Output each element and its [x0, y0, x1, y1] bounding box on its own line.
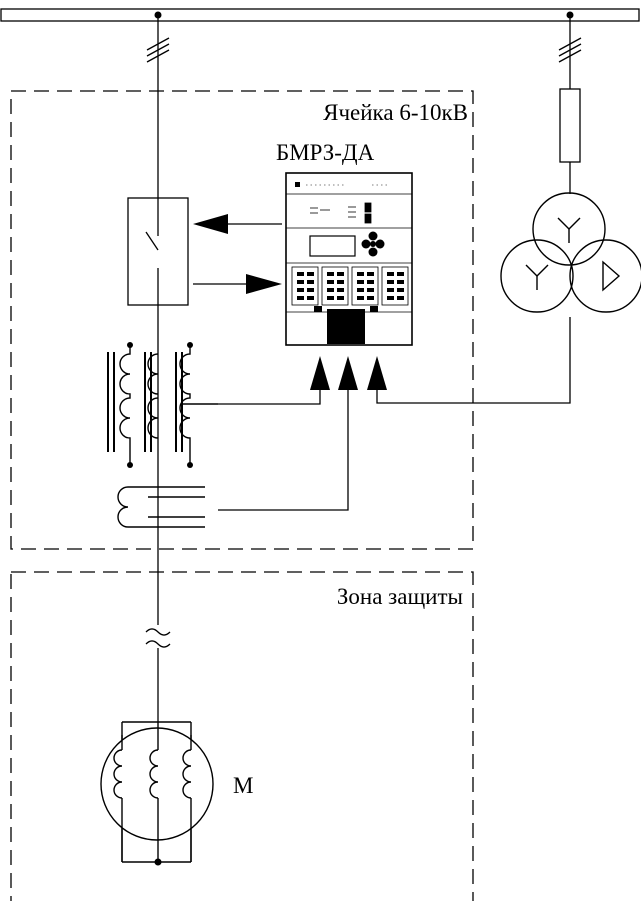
relay-connector: [286, 306, 412, 344]
trip-command-arrow: [193, 214, 282, 234]
protection-zone-boundary: [10, 571, 474, 901]
relay-logo: [295, 182, 300, 187]
three-phase-marks: [146, 37, 170, 63]
zero-sequence-ct: [117, 486, 205, 528]
relay-indicators: [310, 202, 372, 224]
relay-display: [309, 235, 356, 257]
vt-junction-dot: [566, 11, 574, 19]
voltage-transformer: [500, 192, 641, 313]
current-transformers: [107, 345, 218, 465]
cable-break-symbol: [145, 628, 171, 648]
vt-fuse: [559, 88, 581, 163]
relay-input-arrows: [310, 356, 387, 390]
motor-circle: [100, 727, 214, 841]
zero-seq-input-arrow: [338, 356, 358, 390]
motor: [100, 721, 214, 863]
motor-label: M: [233, 773, 253, 798]
relay-device: [285, 172, 413, 346]
relay-terminal-blocks: [291, 266, 409, 306]
relay-keypad: [361, 231, 385, 257]
zone-label: Зона защиты: [337, 584, 463, 609]
circuit-breaker: [127, 197, 189, 306]
busbar: [0, 8, 640, 22]
ct-terminal-dots: [127, 342, 193, 468]
breaker-status-arrow: [193, 274, 282, 294]
vt-three-phase-marks: [558, 37, 582, 63]
signal-lines: [218, 317, 571, 511]
busbar-junction-dot: [154, 11, 162, 19]
cell-boundary: [10, 90, 474, 550]
motor-neutral-dot: [154, 858, 162, 866]
voltage-input-arrow: [367, 356, 387, 390]
device-label: БМРЗ-ДА: [276, 140, 375, 165]
cell-label: Ячейка 6-10кВ: [323, 100, 468, 125]
current-input-arrow: [310, 356, 330, 390]
